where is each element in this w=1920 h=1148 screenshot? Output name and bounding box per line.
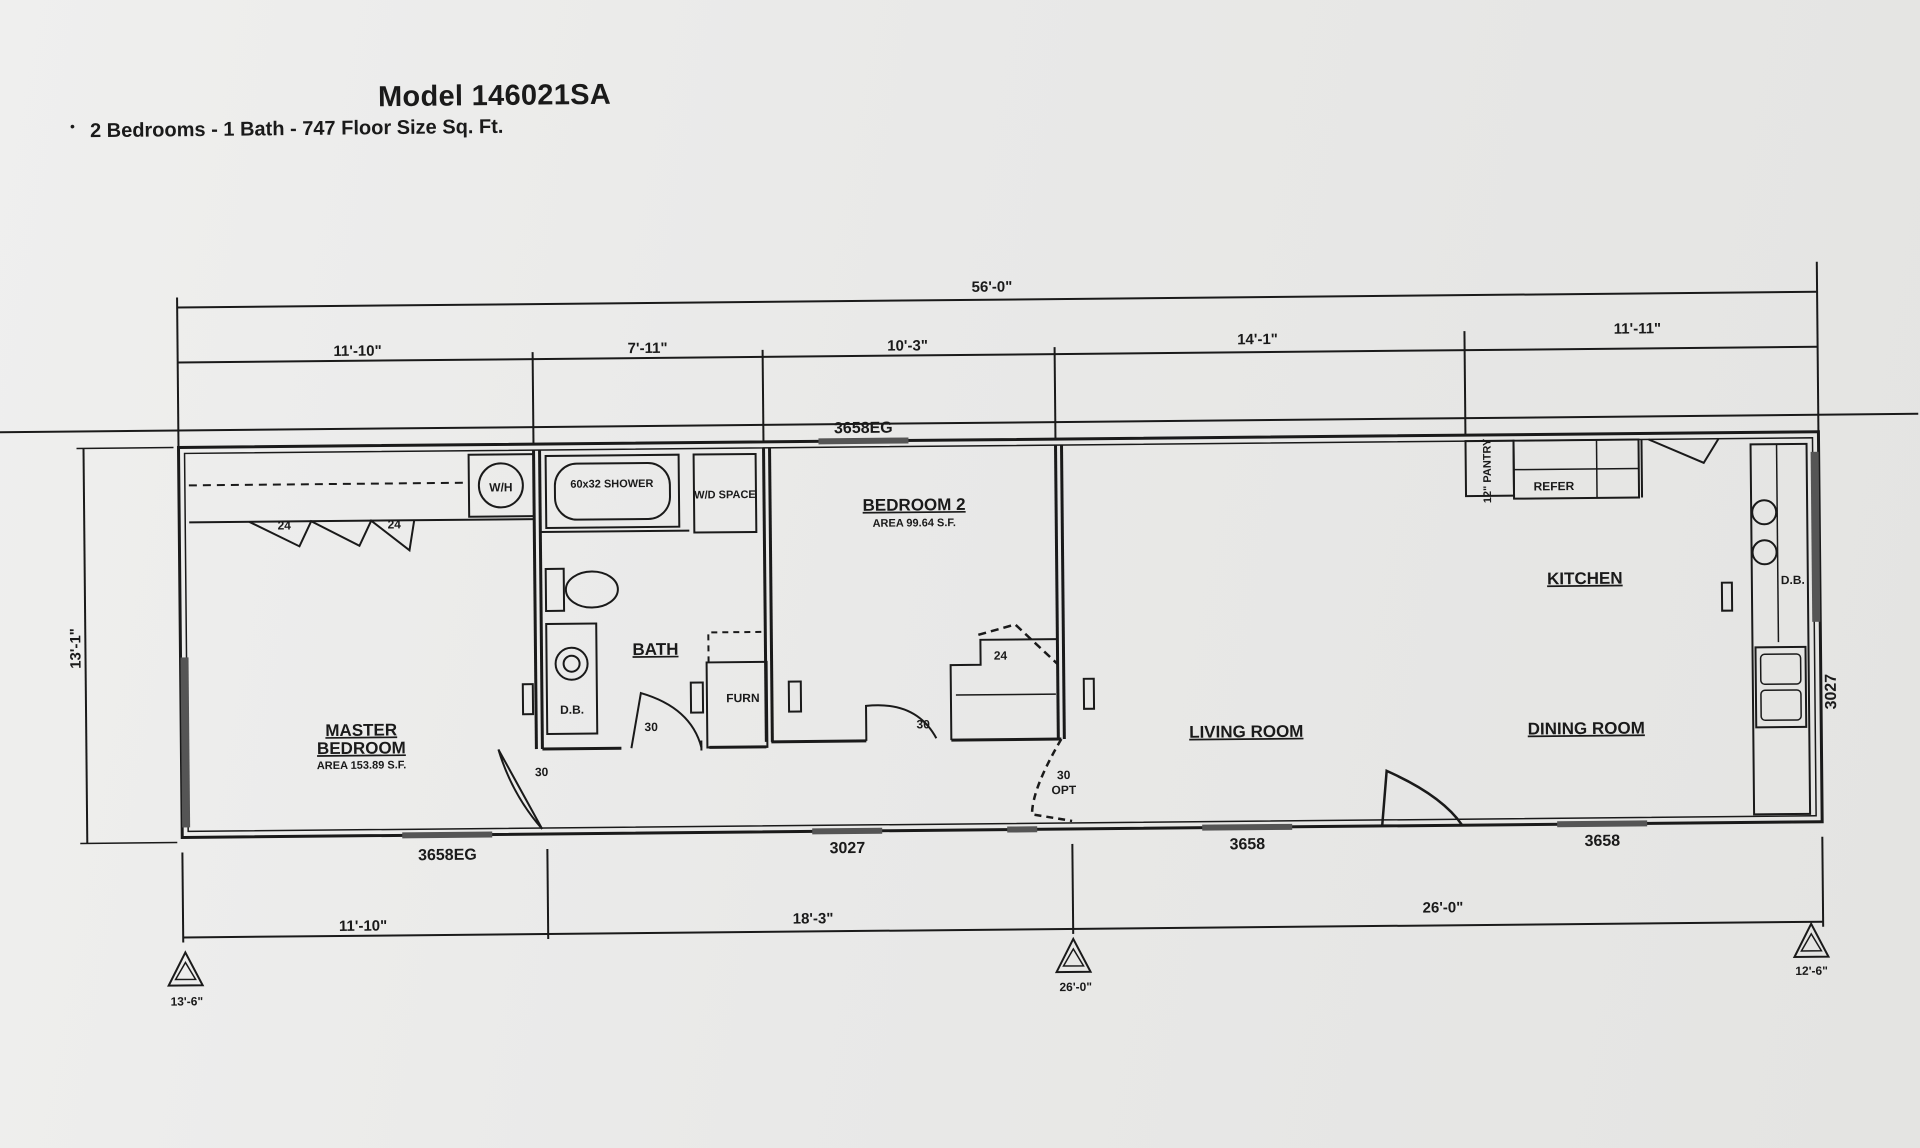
bath-label: BATH	[632, 640, 678, 659]
support-marker-3: 12'-6"	[1792, 921, 1831, 978]
windows: 3658EG 3658EG 3027 3658 3658 3027	[402, 420, 1840, 865]
bedroom2-label: BEDROOM 2	[863, 495, 966, 515]
support-label-1: 13'-6"	[170, 994, 203, 1008]
bed2-door-swing: 30	[916, 717, 930, 731]
master-closet: W/H 24 24	[188, 453, 536, 553]
support-label-3: 12'-6"	[1795, 964, 1828, 978]
bath-door-swing: 30	[644, 720, 658, 734]
living-room-label: LIVING ROOM	[1189, 722, 1303, 742]
bedroom2-area: AREA 99.64 S.F.	[873, 517, 956, 530]
linen-label: W/D SPACE	[694, 489, 756, 502]
window-bottom-mid: 3027	[830, 840, 866, 857]
support-marker-2: 26'-0"	[1054, 936, 1093, 994]
window-top-center: 3658EG	[834, 420, 893, 438]
interior-walls	[532, 445, 1066, 751]
master-area: AREA 153.89 S.F.	[317, 759, 407, 772]
kitchen-label: KITCHEN	[1547, 569, 1623, 589]
support-markers: 13'-6" 26'-0" 12'-6"	[167, 921, 1831, 1009]
closet-door-a: 24	[278, 518, 292, 532]
outer-walls	[176, 430, 1824, 839]
master-label-1: MASTER	[325, 720, 397, 740]
side-dim-label: 13'-1"	[67, 628, 84, 669]
overall-length-label: 56'-0"	[972, 278, 1013, 295]
top-dim-2: 7'-11"	[628, 340, 668, 357]
side-dimension: 13'-1"	[67, 446, 178, 845]
bath-db-label: D.B.	[560, 703, 584, 717]
master-label-2: BEDROOM	[317, 738, 406, 758]
closet-door-c: 24	[994, 649, 1008, 663]
opt-door-swing: 30	[1057, 768, 1071, 782]
living-dining: LIVING ROOM DINING ROOM	[1189, 718, 1645, 827]
window-bottom-living: 3658	[1229, 836, 1265, 853]
top-dim-1: 11'-10"	[333, 343, 381, 360]
furnace-label: FURN	[726, 691, 759, 705]
paper-crease-line	[0, 412, 1919, 434]
pantry-label: 12" PANTRY	[1481, 438, 1494, 503]
shower-label: 60x32 SHOWER	[570, 478, 653, 491]
water-heater-label: W/H	[489, 480, 512, 494]
window-bottom-left: 3658EG	[418, 847, 477, 865]
plan-drawing: 56'-0" 11'-10" 7'-11" 10'-3" 14'-1" 11'-…	[0, 261, 1919, 1009]
bath-area: 60x32 SHOWER W/D SPACE D.B. BATH 30 FURN	[521, 452, 769, 751]
support-label-2: 26'-0"	[1059, 980, 1092, 994]
dining-room-label: DINING ROOM	[1528, 718, 1645, 738]
closet-door-b: 24	[388, 517, 402, 531]
kitchen-db-label: D.B.	[1781, 573, 1805, 587]
window-right-end: 3027	[1823, 674, 1840, 710]
master-bedroom: MASTER BEDROOM AREA 153.89 S.F. 30	[317, 720, 549, 830]
bedroom-2: BEDROOM 2 AREA 99.64 S.F. 30 24	[787, 495, 1096, 741]
bottom-dim-2: 18'-3"	[793, 910, 834, 927]
kitchen-area: 12" PANTRY REFER D.B. KITCHEN	[1464, 438, 1812, 816]
support-marker-1: 13'-6"	[167, 950, 205, 1009]
overall-dimension: 56'-0"	[176, 261, 1820, 448]
opt-door-label: OPT	[1051, 783, 1076, 797]
bottom-dimensions: 11'-10" 18'-3" 26'-0"	[181, 836, 1825, 943]
bullet-mark: •	[70, 118, 75, 134]
refer-label: REFER	[1534, 479, 1575, 493]
top-dim-4: 14'-1"	[1237, 331, 1278, 348]
top-dim-3: 10'-3"	[887, 337, 928, 354]
bottom-dim-1: 11'-10"	[339, 918, 387, 935]
master-door-swing: 30	[535, 765, 549, 779]
optional-door: 30 OPT	[1030, 738, 1077, 823]
top-dimensions: 11'-10" 7'-11" 10'-3" 14'-1" 11'-11"	[177, 320, 1818, 445]
window-bottom-dining: 3658	[1584, 833, 1620, 850]
top-dim-5: 11'-11"	[1614, 320, 1662, 337]
bottom-dim-3: 26'-0"	[1423, 899, 1464, 916]
